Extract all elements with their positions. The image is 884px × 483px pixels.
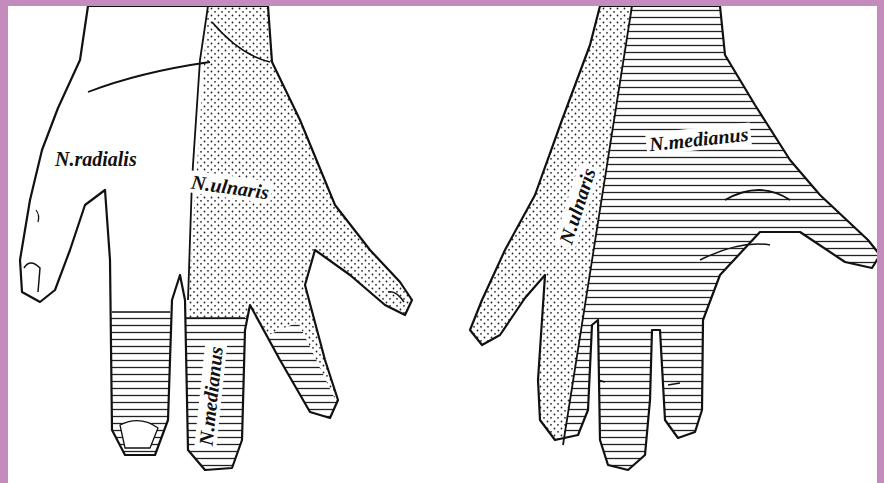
- nerve-label: N.radialis: [52, 148, 140, 170]
- frame-bar: [0, 0, 884, 6]
- frame-bar: [877, 0, 884, 483]
- frame-bar: [0, 0, 8, 483]
